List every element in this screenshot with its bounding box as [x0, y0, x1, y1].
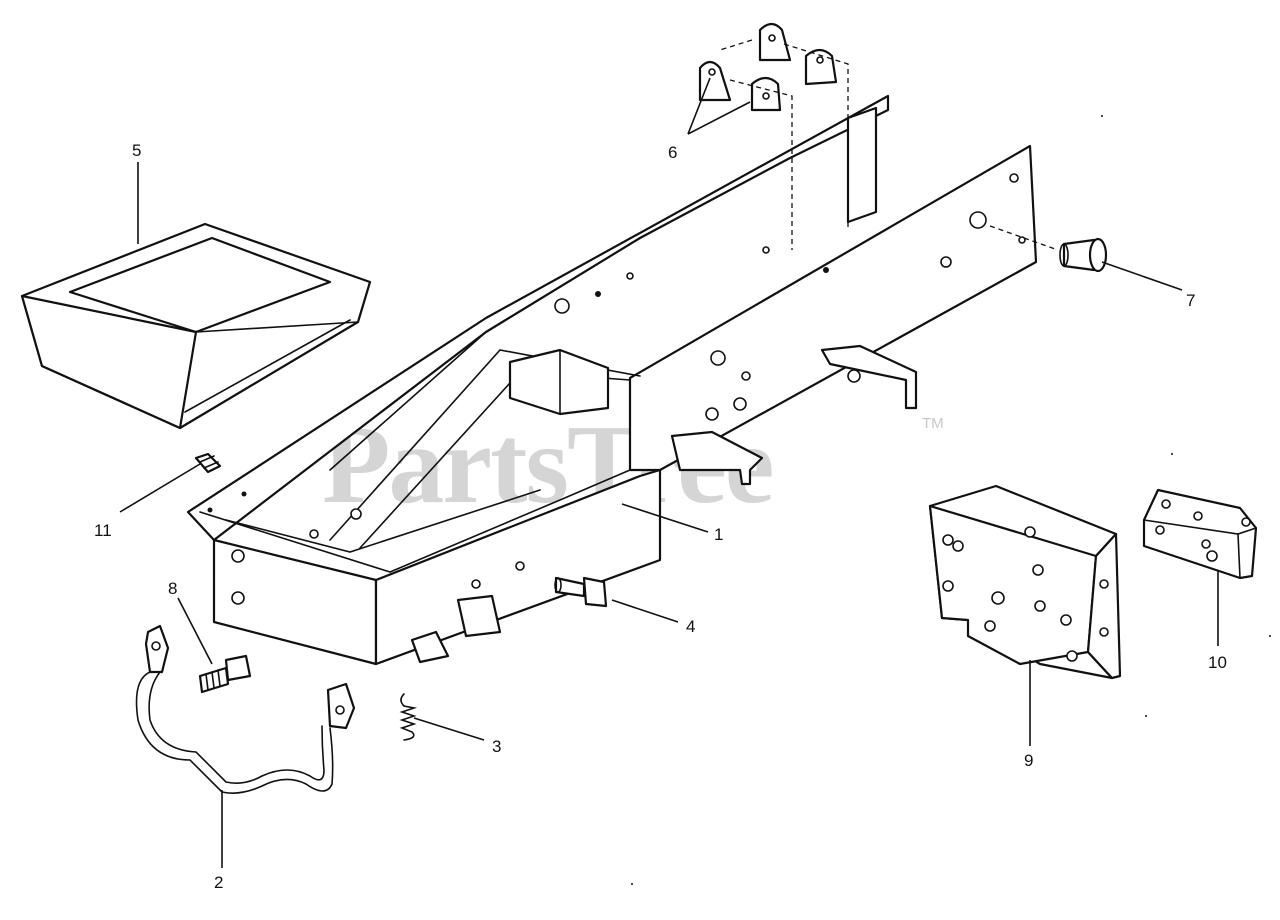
part-8-bolt[interactable] — [198, 654, 252, 694]
part-10-rear-bracket[interactable] — [1142, 488, 1258, 580]
part-3-spring[interactable] — [399, 693, 418, 741]
callout-11: 11 — [94, 521, 112, 540]
part-5-seat-pan[interactable] — [20, 222, 372, 430]
callout-1: 1 — [714, 525, 723, 544]
scan-specks — [631, 115, 1271, 885]
leader-lines — [119, 77, 1219, 868]
watermark-trademark: TM — [922, 415, 944, 432]
part-11-clip[interactable] — [194, 452, 222, 474]
callout-2: 2 — [214, 873, 223, 892]
part-6-clips[interactable] — [698, 22, 878, 250]
callout-8: 8 — [168, 579, 177, 598]
callout-7: 7 — [1186, 291, 1195, 310]
part-2-rod[interactable] — [135, 624, 356, 794]
part-4-bolt[interactable] — [554, 576, 608, 608]
callout-6: 6 — [668, 143, 677, 162]
callout-9: 9 — [1024, 751, 1033, 770]
part-7-bushing[interactable] — [989, 225, 1108, 273]
callout-3: 3 — [492, 737, 501, 756]
part-9-hitch-plate[interactable] — [928, 484, 1122, 680]
callout-10: 10 — [1208, 653, 1227, 672]
callout-5: 5 — [132, 141, 141, 160]
part-1-main-frame[interactable] — [186, 94, 1038, 666]
callout-4: 4 — [686, 617, 695, 636]
callouts: 5 6 7 1 4 3 8 2 9 10 11 — [94, 141, 1227, 892]
